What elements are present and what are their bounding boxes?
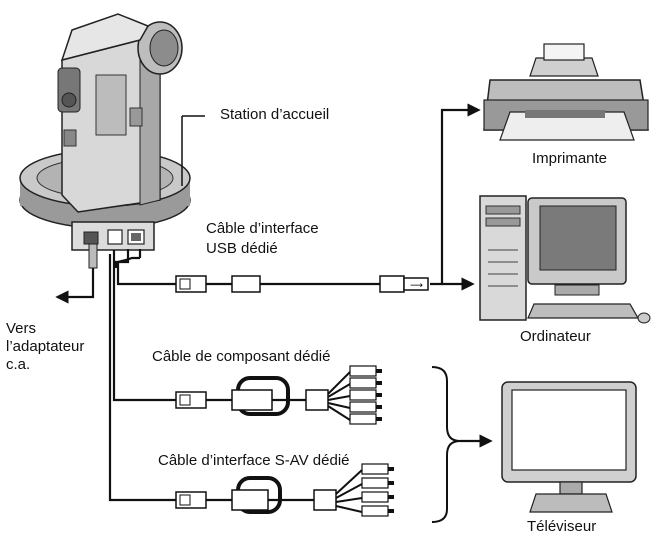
ac-adapter-label-line3: c.a. bbox=[6, 356, 31, 373]
station-label: Station d’accueil bbox=[220, 106, 330, 123]
ac-adapter-label-line1: Vers bbox=[6, 320, 37, 337]
printer-illustration bbox=[483, 43, 649, 141]
ac-adapter-arrow bbox=[55, 268, 95, 304]
tv-illustration bbox=[501, 381, 637, 513]
computer-illustration bbox=[479, 195, 651, 324]
sav-cable-label: Câble d’interface S-AV dédié bbox=[158, 452, 350, 469]
component-cable-label: Câble de composant dédié bbox=[152, 348, 331, 365]
printer-label: Imprimante bbox=[532, 150, 608, 167]
usb-cable: ⟶ bbox=[116, 249, 429, 293]
tv-label: Téléviseur bbox=[527, 518, 597, 535]
camera-dock-illustration bbox=[19, 13, 191, 269]
svg-text:⟶: ⟶ bbox=[410, 281, 423, 291]
sav-cable bbox=[108, 254, 394, 517]
usb-cable-label-line2: USB dédié bbox=[206, 240, 278, 257]
tv-bracket bbox=[431, 366, 461, 523]
usb-to-printer-arrow bbox=[430, 103, 481, 286]
usb-cable-label-line1: Câble d’interface bbox=[206, 220, 319, 237]
ac-adapter-label-line2: l’adaptateur bbox=[6, 338, 85, 355]
computer-label: Ordinateur bbox=[520, 328, 591, 345]
component-cable bbox=[112, 249, 382, 425]
